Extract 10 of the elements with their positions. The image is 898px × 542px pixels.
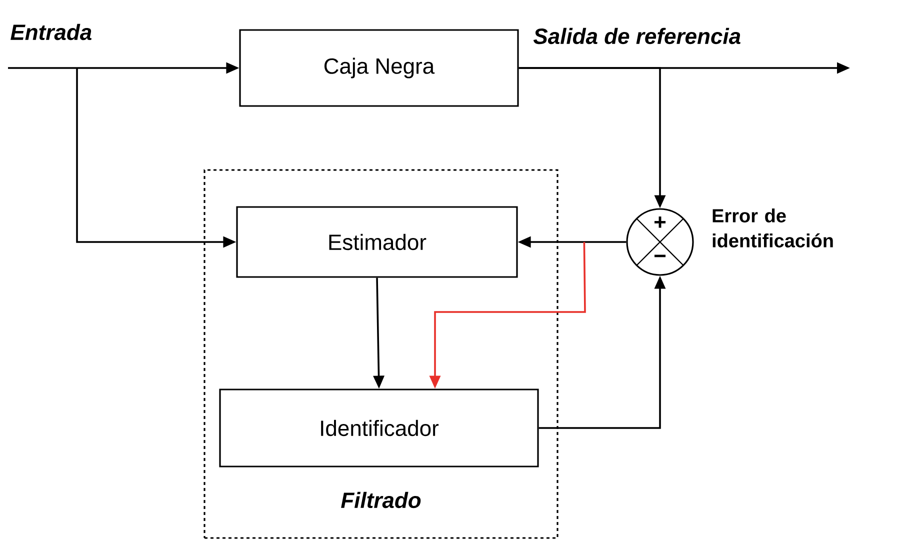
dashed-frame	[204, 169, 558, 539]
block-box: Identificador	[219, 388, 539, 468]
junction-label: Error de identificación	[712, 208, 833, 248]
frame-label: Filtrado	[341, 492, 421, 508]
signal-label: Entrada	[10, 24, 92, 40]
block-box: Estimador	[236, 206, 518, 278]
summing-junction	[626, 208, 694, 276]
block-box: Caja Negra	[239, 29, 519, 107]
plus-sign: +	[654, 216, 666, 228]
minus-sign: −	[654, 254, 666, 258]
